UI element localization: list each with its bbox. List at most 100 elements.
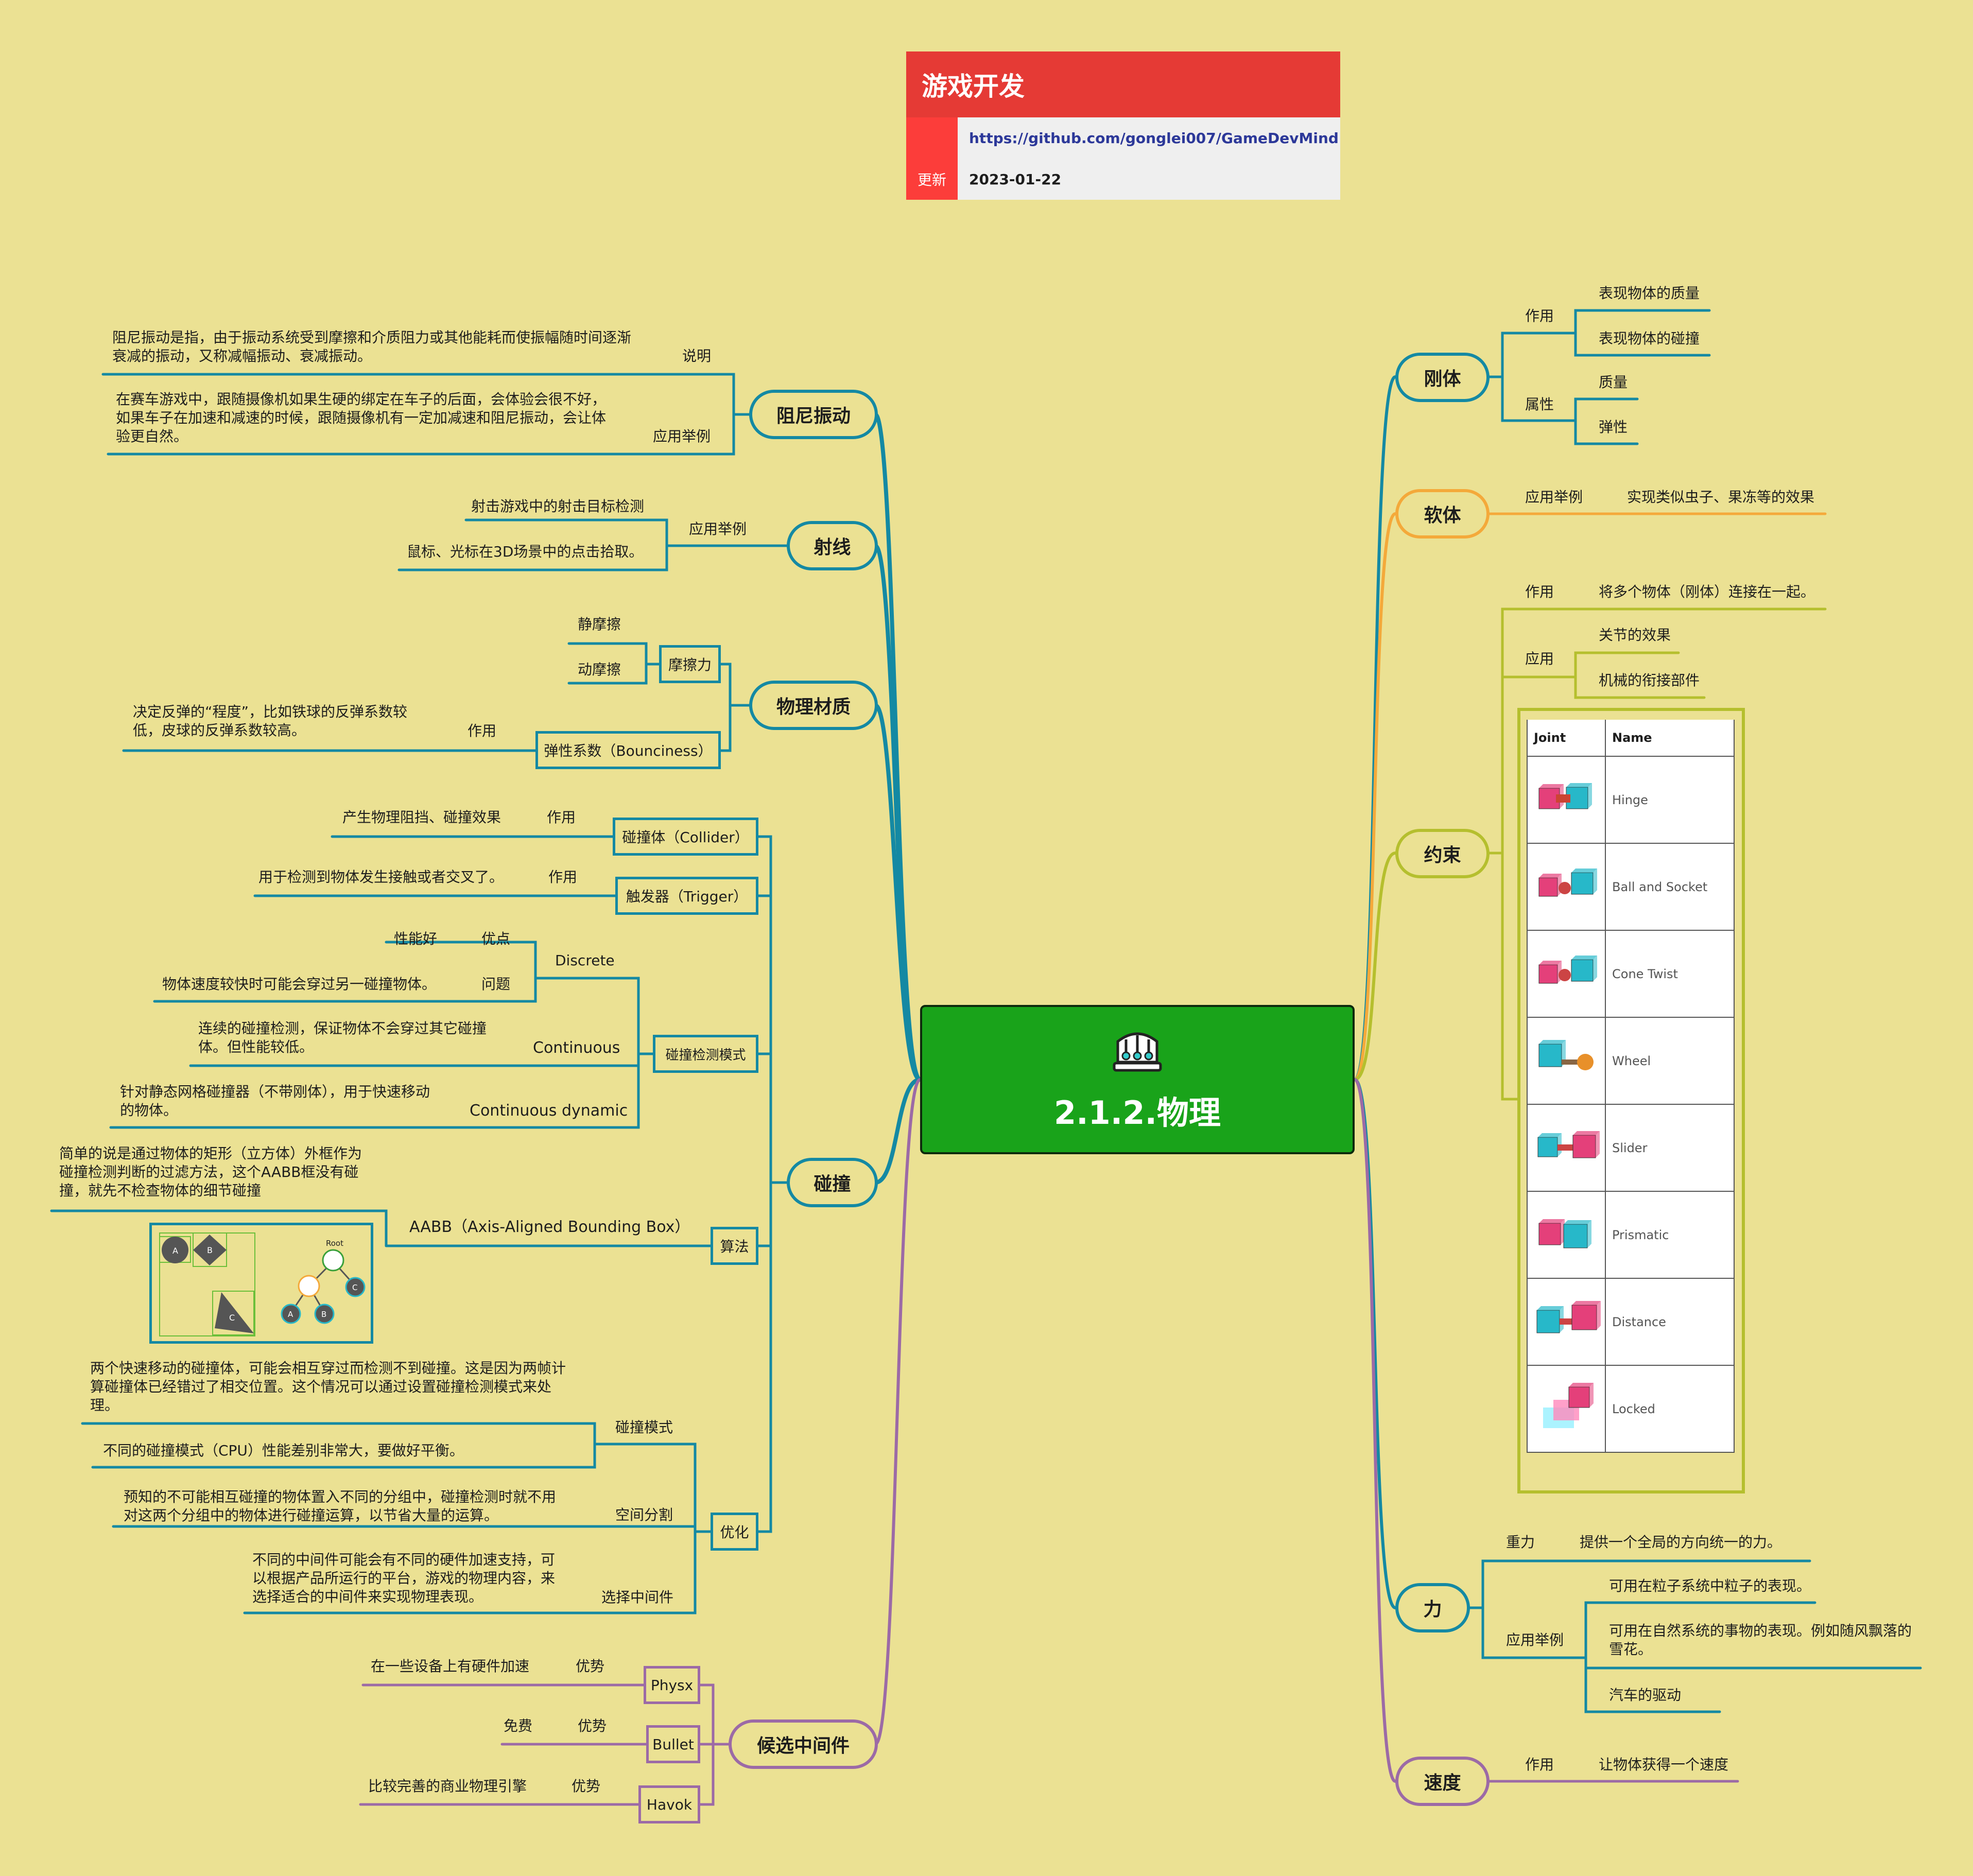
joint-icon — [1536, 1300, 1601, 1333]
soft-example-label: 应用举例 — [1525, 489, 1583, 506]
topic-physics-material[interactable]: 物理材质 — [749, 681, 878, 730]
joint-icon — [1538, 868, 1597, 896]
header-updated-date: 2023-01-22 — [958, 159, 1340, 200]
header-url[interactable]: https://github.com/gonglei007/GameDevMin… — [958, 117, 1340, 159]
rigid-use-item-1: 表现物体的质量 — [1599, 285, 1700, 302]
detection-mode-box[interactable]: 碰撞检测模式 — [653, 1035, 758, 1073]
velocity-use-label: 作用 — [1525, 1756, 1554, 1773]
physx-desc: 在一些设备上有硬件加速 — [371, 1658, 530, 1675]
joint-name: Prismatic — [1605, 1191, 1734, 1279]
topic-collision[interactable]: 碰撞 — [787, 1158, 878, 1207]
opt-space-desc: 预知的不可能相互碰撞的物体置入不同的分组中，碰撞检测时就不用对这两个分组中的物体… — [124, 1488, 557, 1524]
central-topic[interactable]: 2.1.2.物理 — [920, 1005, 1355, 1154]
topic-rigid-body[interactable]: 刚体 — [1395, 353, 1490, 402]
joint-icon — [1538, 1219, 1591, 1248]
joint-icon — [1538, 955, 1597, 983]
damping-example-label: 应用举例 — [653, 428, 711, 445]
aabb-fig-c: C — [229, 1313, 235, 1323]
force-example-1: 可用在粒子系统中粒子的表现。 — [1609, 1577, 1811, 1594]
rigid-use-label: 作用 — [1525, 307, 1554, 324]
mode-discrete: Discrete — [555, 952, 615, 969]
bullet-adv-label: 优势 — [578, 1717, 607, 1734]
joint-name: Wheel — [1605, 1017, 1734, 1105]
middleware-havok[interactable]: Havok — [638, 1785, 700, 1823]
aabb-fig-a: A — [172, 1246, 178, 1256]
discrete-con: 物体速度较快时可能会穿过另一碰撞物体。 — [162, 976, 437, 993]
svg-text:A: A — [288, 1310, 293, 1319]
header-card: 游戏开发 https://github.com/gonglei007/GameD… — [906, 51, 1340, 200]
joint-app-item-2: 机械的衔接部件 — [1599, 672, 1700, 689]
mode-continuous-dynamic: Continuous dynamic — [470, 1102, 628, 1120]
force-gravity-desc: 提供一个全局的方向统一的力。 — [1580, 1534, 1782, 1551]
middleware-physx[interactable]: Physx — [644, 1666, 700, 1704]
joint-icon — [1537, 1131, 1600, 1158]
continuous-dynamic-desc: 针对静态网格碰撞器（不带刚体），用于快速移动的物体。 — [120, 1083, 430, 1119]
aabb-fig-root: Root — [326, 1239, 343, 1248]
velocity-desc: 让物体获得一个速度 — [1599, 1756, 1729, 1773]
svg-text:B: B — [321, 1310, 326, 1319]
algorithm-box[interactable]: 算法 — [711, 1227, 758, 1265]
collider-box[interactable]: 碰撞体（Collider） — [613, 818, 758, 856]
opt-space-label: 空间分割 — [615, 1506, 673, 1523]
opt-mode-desc-1: 两个快速移动的碰撞体，可能会相互穿过而检测不到碰撞。这是因为两帧计算碰撞体已经错… — [90, 1360, 566, 1414]
dynamic-friction: 动摩擦 — [578, 661, 621, 678]
collider-desc: 产生物理阻挡、碰撞效果 — [342, 809, 501, 826]
continuous-desc: 连续的碰撞检测，保证物体不会穿过其它碰撞体。但性能较低。 — [198, 1020, 487, 1055]
discrete-con-label: 问题 — [481, 976, 511, 993]
optimization-box[interactable]: 优化 — [711, 1513, 758, 1551]
force-example-2: 可用在自然系统的事物的表现。例如随风飘落的雪花。 — [1609, 1622, 1912, 1658]
topic-damping[interactable]: 阻尼振动 — [749, 390, 878, 439]
aabb-desc: 简单的说是通过物体的矩形（立方体）外框作为碰撞检测判断的过滤方法，这个AABB框… — [59, 1145, 362, 1199]
table-row: Prismatic — [1528, 1191, 1734, 1279]
friction-box[interactable]: 摩擦力 — [659, 645, 721, 683]
bounciness-use-label: 作用 — [468, 722, 497, 739]
opt-mode-desc-2: 不同的碰撞模式（CPU）性能差别非常大，要做好平衡。 — [103, 1442, 464, 1459]
topic-force[interactable]: 力 — [1395, 1583, 1470, 1632]
joint-icon — [1538, 783, 1592, 809]
robot-icon — [1113, 1032, 1162, 1072]
topic-soft-body[interactable]: 软体 — [1395, 489, 1490, 539]
trigger-box[interactable]: 触发器（Trigger） — [615, 877, 758, 915]
topic-constraint[interactable]: 约束 — [1395, 829, 1490, 878]
header-title: 游戏开发 — [906, 51, 1340, 117]
bounciness-desc: 决定反弹的“程度”，比如铁球的反弹系数较低，皮球的反弹系数较高。 — [133, 703, 408, 739]
name-col-header: Name — [1605, 720, 1734, 757]
joint-app-label: 应用 — [1525, 650, 1554, 667]
table-row: Ball and Socket — [1528, 843, 1734, 931]
trigger-desc: 用于检测到物体发生接触或者交叉了。 — [258, 868, 504, 885]
distance-joint-image — [1528, 1278, 1606, 1366]
wheel-joint-image — [1528, 1017, 1606, 1105]
topic-velocity[interactable]: 速度 — [1395, 1757, 1490, 1806]
joint-name: Ball and Socket — [1605, 843, 1734, 931]
joint-use-desc: 将多个物体（刚体）连接在一起。 — [1599, 583, 1815, 600]
middleware-bullet[interactable]: Bullet — [646, 1725, 700, 1763]
joint-name: Distance — [1605, 1278, 1734, 1366]
soft-example: 实现类似虫子、果冻等的效果 — [1627, 489, 1815, 506]
damping-desc-label: 说明 — [682, 348, 712, 364]
ray-item-2: 鼠标、光标在3D场景中的点击拾取。 — [407, 543, 644, 560]
joint-name: Locked — [1605, 1365, 1734, 1453]
force-example-label: 应用举例 — [1506, 1631, 1564, 1648]
header-updated-label: 更新 — [906, 159, 958, 200]
discrete-pro: 性能好 — [394, 930, 438, 947]
aabb-fig-b: B — [207, 1245, 213, 1255]
joint-app-item-1: 关节的效果 — [1599, 627, 1671, 644]
topic-ray[interactable]: 射线 — [787, 521, 878, 570]
trigger-use-label: 作用 — [548, 868, 578, 885]
table-row: Distance — [1528, 1278, 1734, 1366]
collider-use-label: 作用 — [547, 809, 576, 826]
mode-continuous: Continuous — [533, 1039, 620, 1057]
table-row: Hinge — [1528, 756, 1734, 844]
bullet-desc: 免费 — [504, 1717, 533, 1734]
topic-middleware[interactable]: 候选中间件 — [729, 1719, 878, 1769]
bounciness-box[interactable]: 弹性系数（Bounciness） — [535, 731, 721, 769]
static-friction: 静摩擦 — [578, 616, 621, 633]
table-row: Locked — [1528, 1365, 1734, 1453]
opt-middleware-desc: 不同的中间件可能会有不同的硬件加速支持，可以根据产品所运行的平台，游戏的物理内容… — [252, 1551, 556, 1605]
damping-example: 在赛车游戏中，跟随摄像机如果生硬的绑定在车子的后面，会体验会很不好，如果车子在加… — [116, 391, 607, 445]
aabb-figure: A B C Root C A B — [149, 1223, 373, 1344]
rigid-attr-item-1: 质量 — [1599, 374, 1628, 391]
ball-socket-joint-image — [1528, 843, 1606, 931]
aabb-label: AABB（Axis-Aligned Bounding Box） — [409, 1218, 690, 1236]
